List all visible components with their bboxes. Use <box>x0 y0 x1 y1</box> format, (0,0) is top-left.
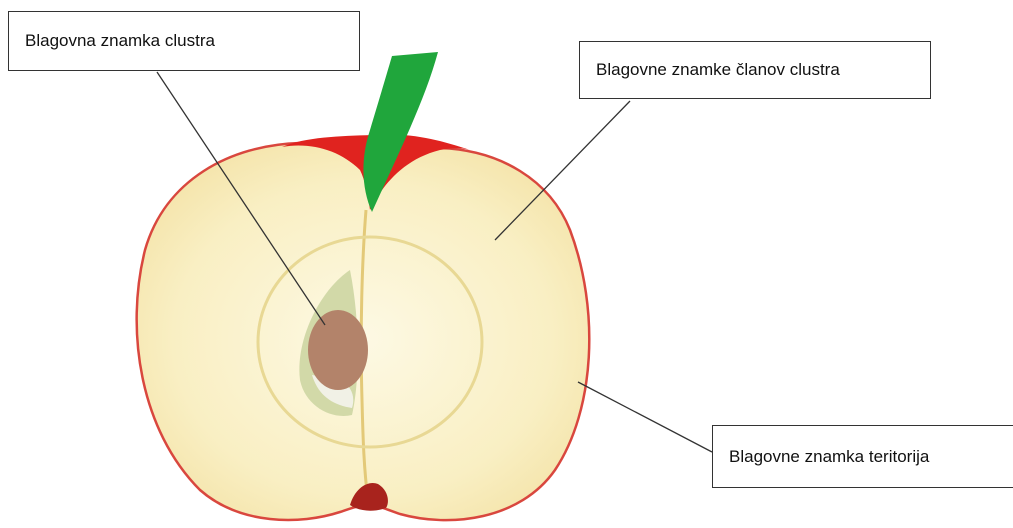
label-cluster-brand-text: Blagovna znamka clustra <box>25 31 215 51</box>
label-member-brands: Blagovne znamke članov clustra <box>579 41 931 99</box>
label-member-brands-text: Blagovne znamke članov clustra <box>596 60 840 80</box>
label-territory-brand-text: Blagovne znamka teritorija <box>729 447 929 467</box>
label-territory-brand: Blagovne znamka teritorija <box>712 425 1013 488</box>
leader-line-territory-brand <box>578 382 712 452</box>
label-cluster-brand: Blagovna znamka clustra <box>8 11 360 71</box>
apple-seed <box>308 310 368 390</box>
